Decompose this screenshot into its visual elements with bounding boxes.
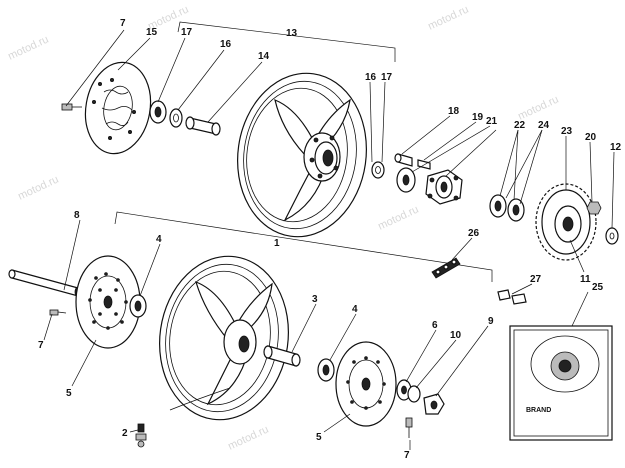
rear-spacer-ring-right xyxy=(371,161,385,179)
callout-16-left: 16 xyxy=(220,39,232,50)
callout-20: 20 xyxy=(585,132,597,143)
callout-1: 1 xyxy=(274,238,280,249)
callout-10: 10 xyxy=(450,330,462,341)
watermark-text: motod.ru xyxy=(16,173,60,202)
callout-11: 11 xyxy=(580,274,591,285)
carrier-bearing-right xyxy=(507,198,525,222)
callout-2: 2 xyxy=(122,428,128,439)
drive-chain xyxy=(431,257,461,279)
sprocket-cover-inset: BRAND xyxy=(509,325,613,441)
callout-4-left: 4 xyxy=(156,234,162,245)
tyre-valve xyxy=(135,423,147,448)
rear-spacer-ring-left xyxy=(169,108,183,128)
rear-bushing xyxy=(394,153,413,167)
front-bearing-left xyxy=(129,294,147,318)
callout-14: 14 xyxy=(258,51,270,62)
group-bracket-1 xyxy=(114,211,493,282)
callout-18: 18 xyxy=(448,106,460,117)
callout-9: 9 xyxy=(488,316,494,327)
callout-24: 24 xyxy=(538,120,550,131)
rear-disc-bolt xyxy=(61,103,82,111)
front-brake-disc-left xyxy=(75,255,141,349)
callout-21: 21 xyxy=(486,116,498,127)
callout-17-left: 17 xyxy=(181,27,193,38)
callout-8: 8 xyxy=(74,210,80,221)
sprocket-nut xyxy=(586,201,602,215)
front-disc-bolt-left xyxy=(49,309,67,316)
callout-25: 25 xyxy=(592,282,604,293)
inset-brand-label: BRAND xyxy=(526,407,551,414)
callout-26: 26 xyxy=(468,228,480,239)
speedometer-drive xyxy=(407,385,421,403)
front-bearing-right xyxy=(317,358,335,382)
front-wheel-rim xyxy=(159,255,289,421)
group-bracket-13 xyxy=(177,21,396,62)
watermark-text: motod.ru xyxy=(516,93,560,122)
sprocket-washer xyxy=(605,227,619,245)
rear-bearing-left xyxy=(149,100,167,124)
callout-15: 15 xyxy=(146,27,158,38)
callout-12: 12 xyxy=(610,142,622,153)
axle-nut xyxy=(423,393,445,415)
callout-7-rear: 7 xyxy=(120,18,126,29)
callout-17-right: 17 xyxy=(381,72,393,83)
callout-4-right: 4 xyxy=(352,304,358,315)
callout-6: 6 xyxy=(432,320,438,331)
watermark-text: motod.ru xyxy=(376,203,420,232)
callout-19: 19 xyxy=(472,112,484,123)
rear-spacer-tube xyxy=(185,116,221,136)
callout-7-front-left: 7 xyxy=(38,340,44,351)
chain-master-link xyxy=(497,289,527,305)
sprocket-carrier xyxy=(425,169,463,205)
callout-5-right: 5 xyxy=(316,432,322,443)
callout-5-left: 5 xyxy=(66,388,72,399)
callout-23: 23 xyxy=(561,126,573,137)
callout-22: 22 xyxy=(514,120,526,131)
leader-lines xyxy=(43,29,615,450)
watermark-text: motod.ru xyxy=(6,33,50,62)
front-spacer-tube xyxy=(263,345,301,367)
callout-13: 13 xyxy=(286,28,298,39)
callout-7-front-right: 7 xyxy=(404,450,410,461)
callout-27: 27 xyxy=(530,274,542,285)
callout-labels: 7 15 17 16 14 13 16 17 18 19 21 22 24 23… xyxy=(38,18,622,461)
rear-wheel-rim xyxy=(237,72,367,238)
watermark-text: motod.ru xyxy=(426,3,470,32)
rear-brake-disc xyxy=(84,61,152,155)
front-brake-disc-right xyxy=(335,341,397,427)
front-disc-bolt-right xyxy=(405,417,413,438)
carrier-bearing-left xyxy=(489,194,507,218)
rear-sprocket xyxy=(535,183,597,261)
watermark-text: motod.ru xyxy=(226,423,270,452)
front-axle xyxy=(8,269,82,298)
callout-3: 3 xyxy=(312,294,318,305)
callout-16-right: 16 xyxy=(365,72,377,83)
rear-flange-bearing xyxy=(396,167,416,193)
